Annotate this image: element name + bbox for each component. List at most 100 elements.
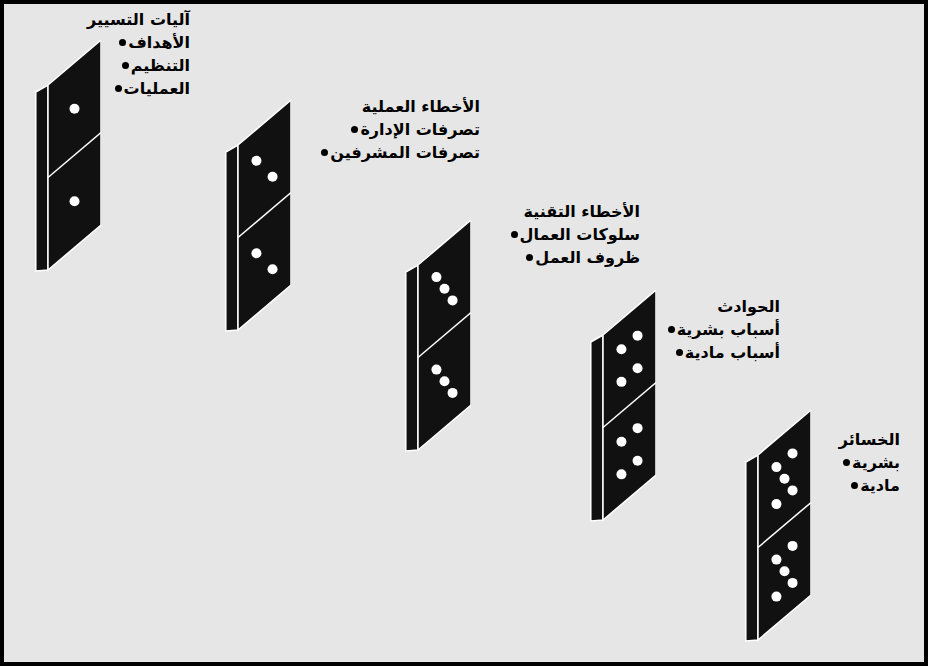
domino-node: آليات التسييرالأهدافالتنظيمالعمليات <box>35 40 101 272</box>
domino-pip <box>440 284 450 294</box>
bullet-dot <box>122 62 129 69</box>
domino-divider <box>48 133 101 178</box>
domino-pip <box>771 592 781 602</box>
domino-node: الخسائربشريةمادية <box>745 410 811 642</box>
stage-item: الأهداف <box>87 31 190 54</box>
domino-side <box>746 455 758 641</box>
item-text: سلوكات العمال <box>520 223 640 246</box>
label-block: الأخطاء التقنيةسلوكات العمالظروف العمل <box>511 200 640 269</box>
domino-divider <box>758 503 811 548</box>
bullet-dot <box>119 39 126 46</box>
heading-text: الحوادث <box>717 295 780 318</box>
item-text: تصرفات الإدارة <box>360 118 480 141</box>
domino-pip <box>633 423 643 433</box>
domino-pip <box>448 295 458 305</box>
bullet-dot <box>115 85 122 92</box>
heading-text: الخسائر <box>839 428 900 451</box>
domino-side <box>36 85 48 271</box>
domino-pip <box>616 344 626 354</box>
domino-pip <box>771 462 781 472</box>
domino-pip <box>268 172 278 182</box>
stage-item: التنظيم <box>87 54 190 77</box>
domino-shape <box>405 220 471 452</box>
stage-item: أسباب مادية <box>668 341 780 364</box>
item-text: أسباب مادية <box>685 341 780 364</box>
label-block: الخسائربشريةمادية <box>839 428 900 497</box>
item-text: التنظيم <box>131 54 190 77</box>
label-block: الحوادثأسباب بشريةأسباب مادية <box>668 295 780 364</box>
stage-heading: آليات التسيير <box>87 8 190 31</box>
bullet-dot <box>321 149 328 156</box>
domino-divider <box>418 313 471 358</box>
domino-side <box>406 265 418 451</box>
domino-pip <box>251 248 261 258</box>
domino-shape <box>745 410 811 642</box>
domino-pip <box>251 156 261 166</box>
stage-item: تصرفات المشرفين <box>321 141 480 164</box>
bullet-dot <box>668 326 675 333</box>
bullet-dot <box>843 459 850 466</box>
domino-node: الحوادثأسباب بشريةأسباب مادية <box>590 290 656 522</box>
domino-side <box>591 335 603 521</box>
domino-face <box>758 410 811 640</box>
stage-item: العمليات <box>87 77 190 100</box>
domino-pip <box>780 474 790 484</box>
stage-heading: الحوادث <box>668 295 780 318</box>
domino-node: الأخطاء العمليةتصرفات الإدارةتصرفات المش… <box>225 100 291 332</box>
domino-face <box>603 290 656 520</box>
stage-item: سلوكات العمال <box>511 223 640 246</box>
domino-pip <box>780 566 790 576</box>
domino-pip <box>633 363 643 373</box>
domino-node: الأخطاء التقنيةسلوكات العمالظروف العمل <box>405 220 471 452</box>
stage-item: ظروف العمل <box>511 246 640 269</box>
bullet-dot <box>676 349 683 356</box>
domino-pip <box>633 456 643 466</box>
item-text: ظروف العمل <box>535 246 640 269</box>
domino-shape <box>35 40 101 272</box>
stage-heading: الأخطاء العملية <box>321 95 480 118</box>
item-text: بشرية <box>852 451 900 474</box>
item-text: مادية <box>860 474 900 497</box>
stage-item: بشرية <box>839 451 900 474</box>
domino-pip <box>268 264 278 274</box>
domino-pip <box>70 104 80 114</box>
item-text: تصرفات المشرفين <box>330 141 480 164</box>
domino-divider <box>603 383 656 428</box>
domino-pip <box>616 437 626 447</box>
domino-pip <box>616 469 626 479</box>
domino-pip <box>788 578 798 588</box>
bullet-dot <box>851 482 858 489</box>
item-text: العمليات <box>124 77 190 100</box>
heading-text: آليات التسيير <box>87 8 190 31</box>
stage-item: مادية <box>839 474 900 497</box>
domino-pip <box>633 331 643 341</box>
domino-pip <box>771 499 781 509</box>
stage-item: أسباب بشرية <box>668 318 780 341</box>
domino-pip <box>70 196 80 206</box>
domino-face <box>418 220 471 450</box>
label-block: آليات التسييرالأهدافالتنظيمالعمليات <box>87 8 190 100</box>
stage-heading: الخسائر <box>839 428 900 451</box>
label-block: الأخطاء العمليةتصرفات الإدارةتصرفات المش… <box>321 95 480 164</box>
bullet-dot <box>526 254 533 261</box>
domino-pip <box>771 555 781 565</box>
item-text: الأهداف <box>128 31 190 54</box>
heading-text: الأخطاء التقنية <box>523 200 640 223</box>
domino-pip <box>431 272 441 282</box>
domino-side <box>226 145 238 331</box>
heading-text: الأخطاء العملية <box>362 95 480 118</box>
stage-item: تصرفات الإدارة <box>321 118 480 141</box>
stage-heading: الأخطاء التقنية <box>511 200 640 223</box>
domino-face <box>48 40 101 270</box>
domino-shape <box>590 290 656 522</box>
domino-pip <box>788 448 798 458</box>
item-text: أسباب بشرية <box>677 318 780 341</box>
bullet-dot <box>511 231 518 238</box>
domino-pip <box>788 541 798 551</box>
domino-pip <box>431 365 441 375</box>
domino-divider <box>238 193 291 238</box>
domino-face <box>238 100 291 330</box>
domino-pip <box>448 388 458 398</box>
domino-pip <box>616 377 626 387</box>
domino-shape <box>225 100 291 332</box>
